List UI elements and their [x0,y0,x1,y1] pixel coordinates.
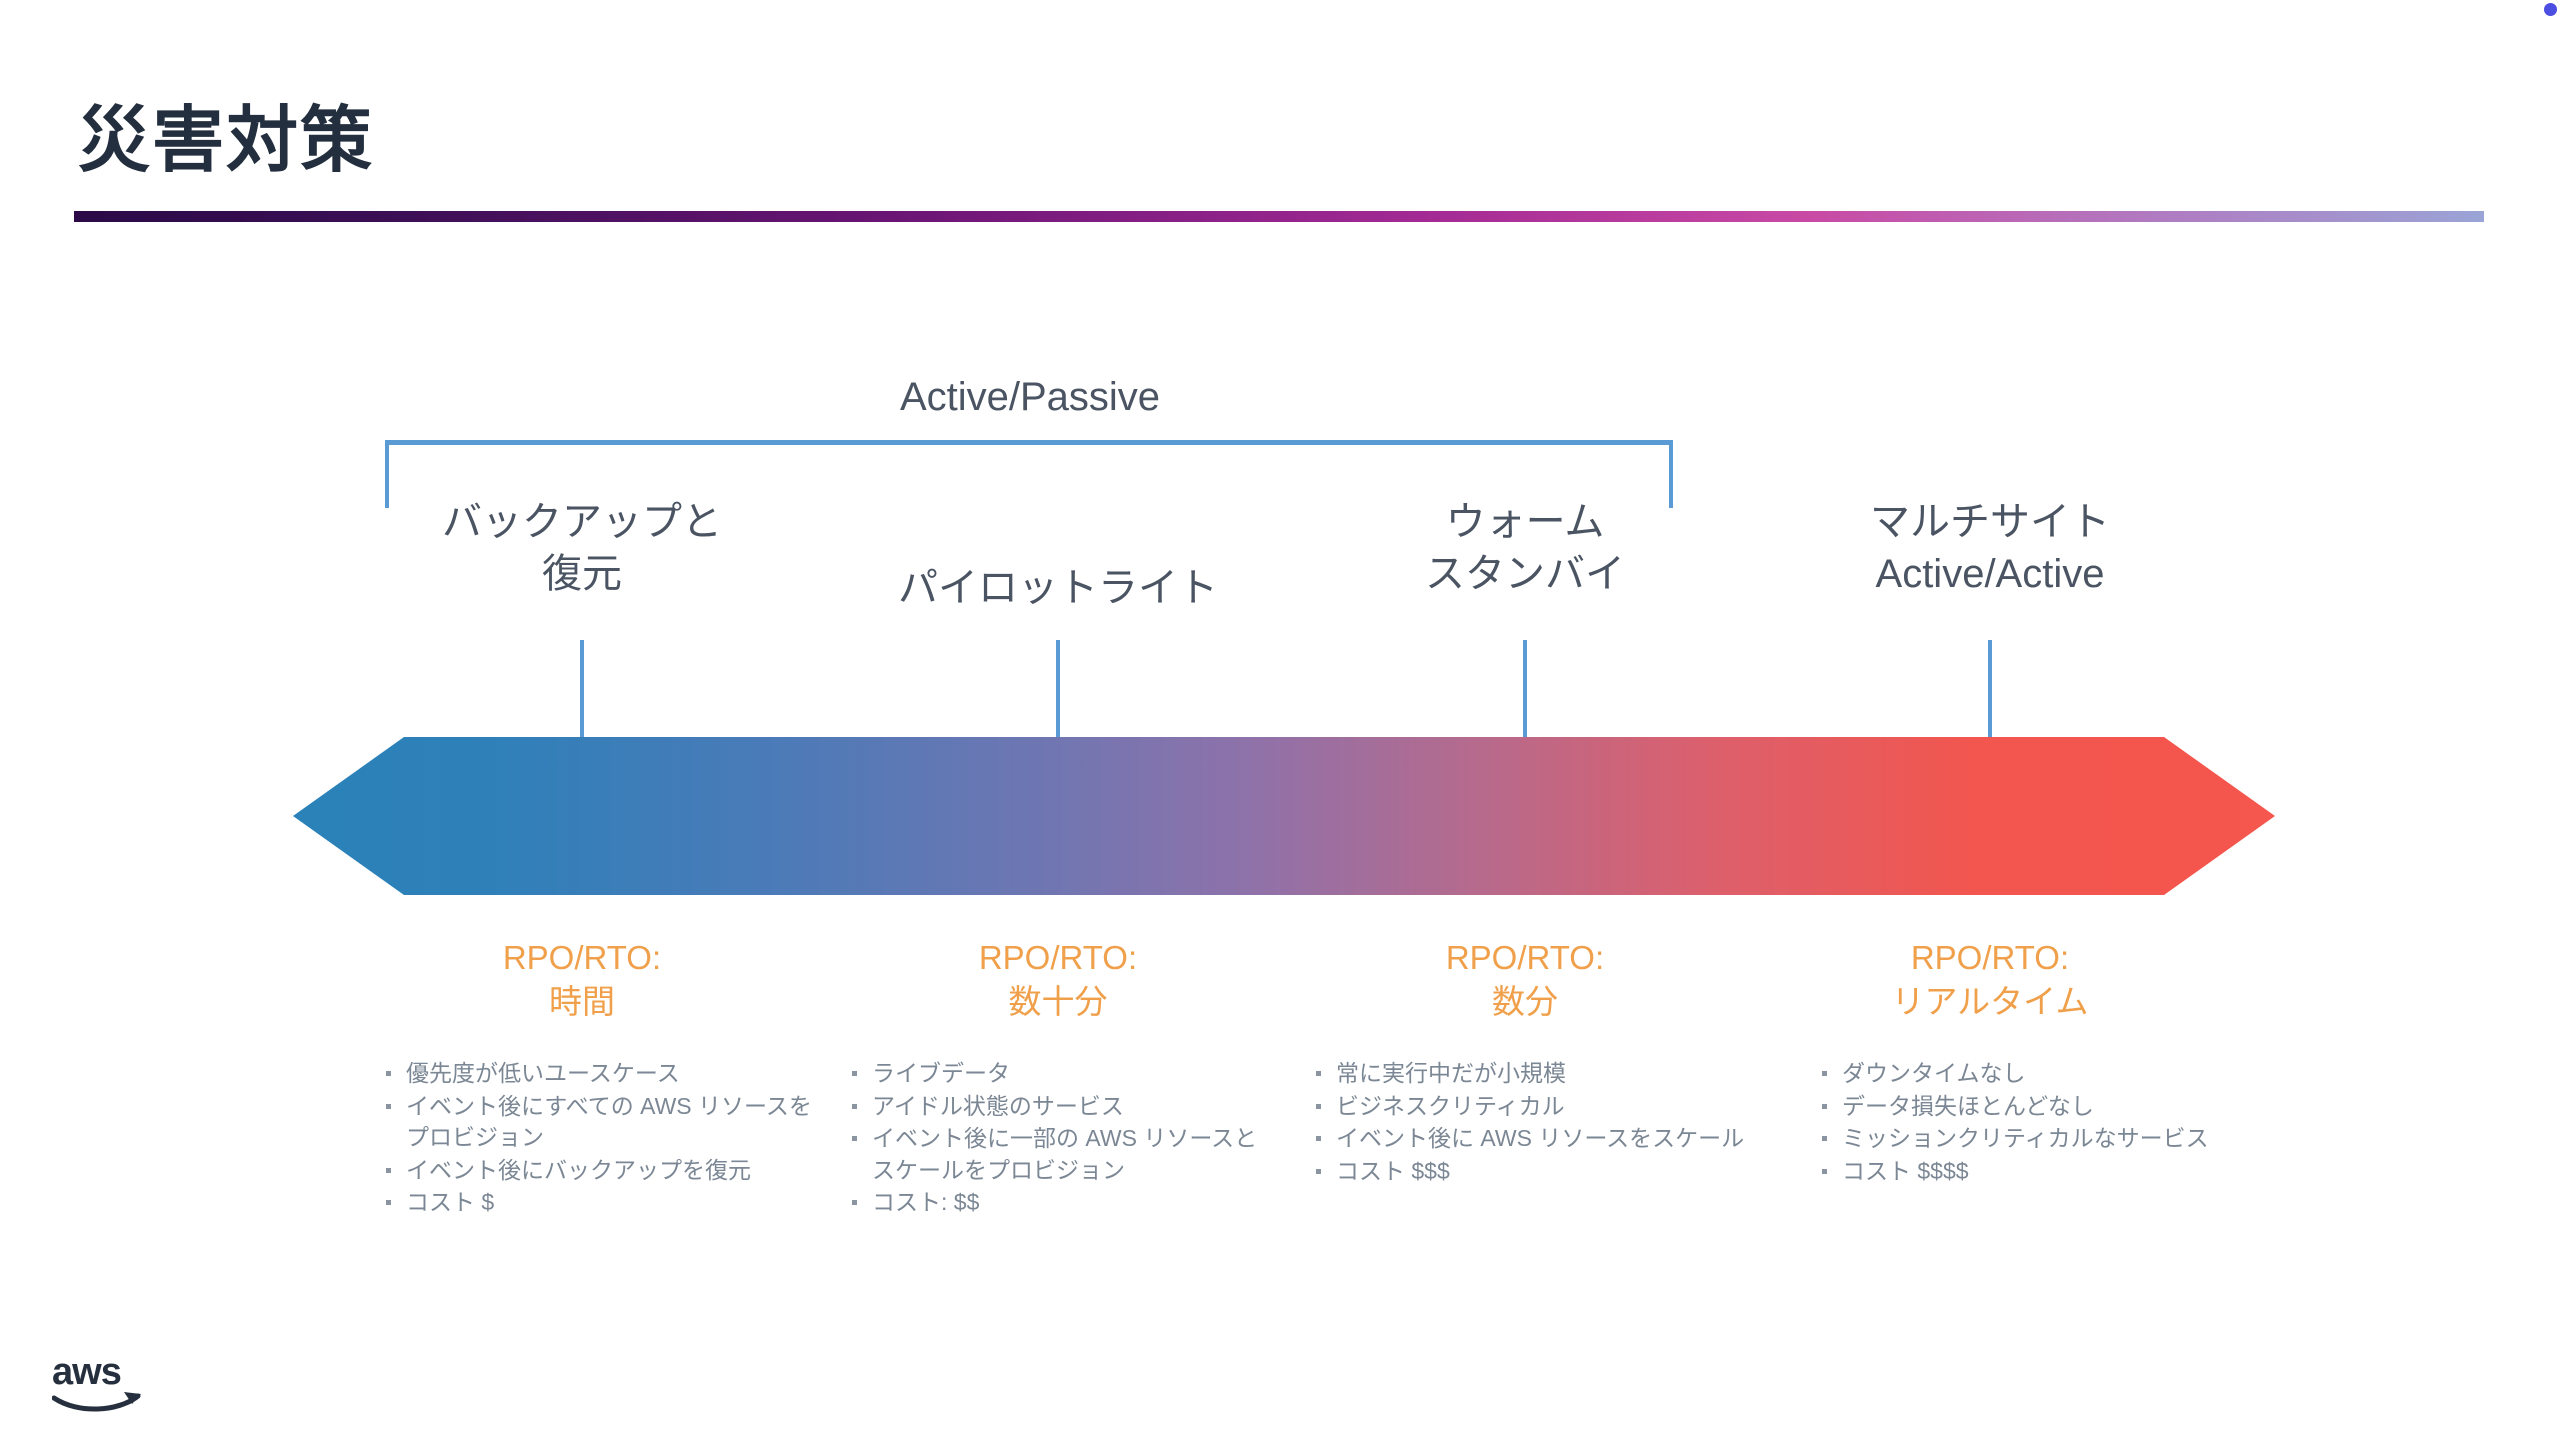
column-header-warm-standby: ウォーム スタンバイ [1315,496,1735,600]
rpo-rto-label: RPO/RTO: [1445,939,1605,976]
page-title: 災害対策 [78,101,375,182]
list-item: コスト: $$ [848,1187,1278,1219]
aws-logo: aws [52,1352,141,1412]
connector-line-pilot-light [1056,640,1060,750]
rpo-rto-value: 数分 [1492,982,1558,1020]
list-item: イベント後にバックアップを復元 [382,1155,812,1187]
column-header-line2: スタンバイ [1425,552,1625,596]
bullet-list-warm-standby: 常に実行中だが小規模 ビジネスクリティカル イベント後に AWS リソースをスケ… [1312,1058,1812,1188]
column-header-line2: Active/Active [1875,552,2105,596]
list-item: コスト $$$ [1312,1156,1812,1188]
list-item: イベント後にすべての AWS リソースをプロビジョン [382,1091,812,1154]
connector-line-backup-restore [580,640,584,750]
rpo-rto-pilot-light: RPO/RTO: 数十分 [848,936,1268,1023]
list-item: イベント後に一部の AWS リソースとスケールをプロビジョン [848,1123,1278,1186]
bullet-list-pilot-light: ライブデータ アイドル状態のサービス イベント後に一部の AWS リソースとスケ… [848,1058,1278,1220]
rpo-rto-value: リアルタイム [1891,982,2089,1020]
title-divider-rule [74,211,2484,222]
dr-spectrum-arrow-bar [293,737,2275,895]
column-header-line2: 復元 [542,552,622,596]
column-header-line1: バックアップと [442,500,722,544]
rpo-rto-label: RPO/RTO: [502,939,662,976]
rpo-rto-backup-restore: RPO/RTO: 時間 [372,936,792,1023]
list-item: コスト $$$$ [1818,1156,2308,1188]
column-header-backup-restore: バックアップと 復元 [372,496,792,600]
bullet-list-multi-site: ダウンタイムなし データ損失ほとんどなし ミッションクリティカルなサービス コス… [1818,1058,2308,1188]
list-item: ライブデータ [848,1058,1278,1090]
rpo-rto-label: RPO/RTO: [978,939,1138,976]
column-header-line1: マルチサイト [1870,500,2110,544]
list-item: ダウンタイムなし [1818,1058,2308,1090]
cursor-pointer-dot [2544,3,2557,16]
rpo-rto-warm-standby: RPO/RTO: 数分 [1315,936,1735,1023]
list-item: アイドル状態のサービス [848,1091,1278,1123]
rpo-rto-multi-site: RPO/RTO: リアルタイム [1780,936,2200,1023]
list-item: 優先度が低いユースケース [382,1058,812,1090]
list-item: ミッションクリティカルなサービス [1818,1123,2308,1155]
rpo-rto-value: 数十分 [1008,982,1108,1020]
connector-line-warm-standby [1523,640,1527,750]
bullet-list-backup-restore: 優先度が低いユースケース イベント後にすべての AWS リソースをプロビジョン … [382,1058,812,1220]
list-item: データ損失ほとんどなし [1818,1091,2308,1123]
list-item: ビジネスクリティカル [1312,1091,1812,1123]
rpo-rto-value: 時間 [549,982,615,1020]
list-item: 常に実行中だが小規模 [1312,1058,1812,1090]
svg-text:aws: aws [52,1352,121,1393]
active-passive-label: Active/Passive [899,375,1161,419]
rpo-rto-label: RPO/RTO: [1910,939,2070,976]
list-item: コスト $ [382,1187,812,1219]
column-header-line1: パイロットライト [898,566,1218,610]
column-header-pilot-light: パイロットライト [848,562,1268,614]
column-header-line1: ウォーム [1445,500,1605,544]
list-item: イベント後に AWS リソースをスケール [1312,1123,1812,1155]
active-passive-bracket [385,440,1673,508]
column-header-multi-site: マルチサイト Active/Active [1780,496,2200,600]
